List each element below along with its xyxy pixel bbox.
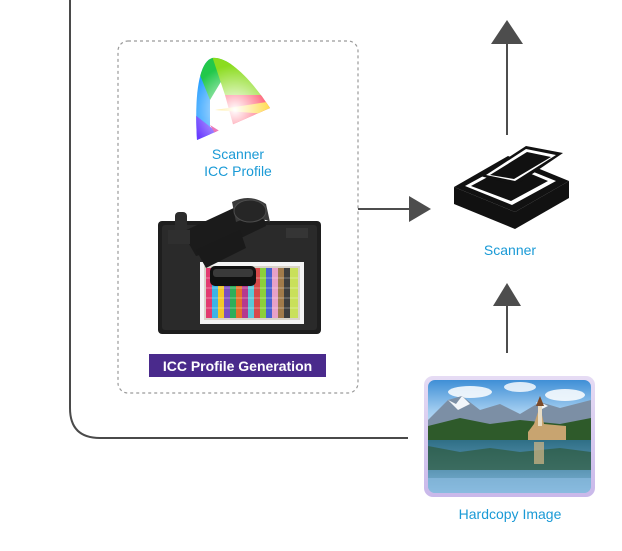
icc-profile-generation-label: ICC Profile Generation — [162, 357, 313, 374]
loop-connector-line — [69, 0, 408, 439]
scanner-icc-profile-label: Scanner ICC Profile — [178, 146, 298, 180]
arrow-from-hardcopy-head — [493, 283, 521, 306]
arrow-output-head — [491, 20, 523, 44]
spectrophotometer-device-image — [158, 197, 321, 334]
scanner-icc-profile-line2: ICC Profile — [204, 162, 272, 179]
profile-dashed-container — [117, 40, 359, 394]
hardcopy-image-label: Hardcopy Image — [458, 506, 562, 522]
flatbed-scanner-icon — [454, 146, 569, 229]
scanner-icc-profile-line1: Scanner — [211, 146, 265, 162]
scanner-label: Scanner — [483, 242, 537, 258]
color-gamut-icon — [196, 57, 270, 140]
lake-landscape-photo — [424, 376, 595, 497]
profile-generation-label-bg — [149, 354, 326, 377]
arrow-to-scanner-head — [409, 196, 431, 222]
